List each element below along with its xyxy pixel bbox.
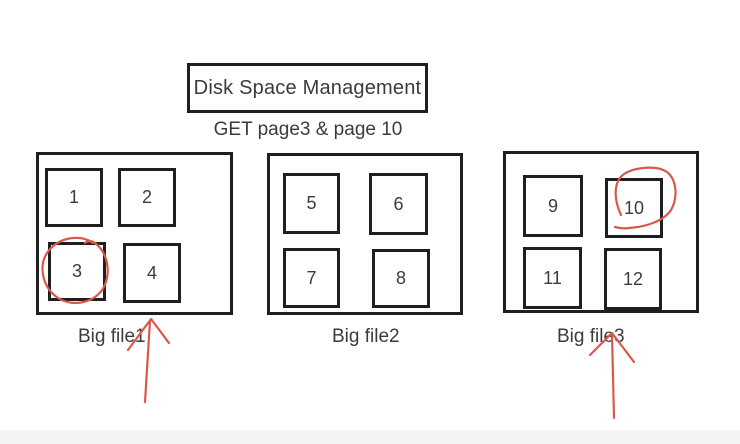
page-number: 4 xyxy=(146,262,157,283)
page-number: 11 xyxy=(543,267,562,288)
page-number: 8 xyxy=(395,268,406,288)
page-box-11: 11 xyxy=(523,247,582,309)
page-box-10: 10 xyxy=(605,178,663,238)
page-box-2: 2 xyxy=(118,168,176,227)
page-number: 1 xyxy=(68,187,79,207)
page-number: 6 xyxy=(393,193,404,214)
page-box-7: 7 xyxy=(283,248,340,308)
big-file-3-box: 9 10 11 12 xyxy=(503,151,699,313)
page-number: 2 xyxy=(141,187,152,207)
page-number: 9 xyxy=(547,195,558,216)
title-box: Disk Space Management xyxy=(187,63,428,113)
page-number: 10 xyxy=(623,197,645,218)
diagram-title: Disk Space Management xyxy=(193,76,422,99)
page-number: 3 xyxy=(71,261,82,281)
bottom-gray-bar xyxy=(0,430,740,444)
page-number: 12 xyxy=(622,268,644,289)
big-file-2-box: 5 6 7 8 xyxy=(267,153,463,315)
big-file-3-label: Big file3 xyxy=(557,326,625,347)
big-file-2-label: Big file2 xyxy=(332,326,400,347)
page-box-8: 8 xyxy=(372,249,430,308)
page-box-5: 5 xyxy=(283,173,340,234)
page-box-1: 1 xyxy=(45,168,103,227)
page-box-9: 9 xyxy=(523,175,583,237)
subtitle-text: GET page3 & page 10 xyxy=(213,119,403,140)
page-number: 7 xyxy=(306,267,317,288)
big-file-1-label: Big file1 xyxy=(78,326,146,347)
page-box-12: 12 xyxy=(604,248,662,310)
big-file-1-box: 1 2 3 4 xyxy=(36,152,233,315)
page-number: 5 xyxy=(306,193,317,213)
page-box-4: 4 xyxy=(123,243,181,303)
page-box-3: 3 xyxy=(48,242,106,301)
page-box-6: 6 xyxy=(369,173,428,235)
